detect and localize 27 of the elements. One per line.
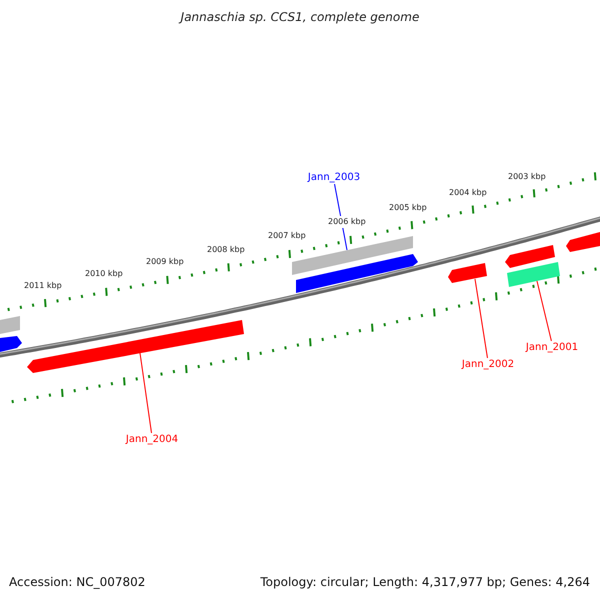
- gene-label: Jann_2003: [308, 172, 360, 184]
- gene-feature-bar: [507, 262, 560, 287]
- leader-line: [536, 280, 552, 342]
- gene-feature-bar: [566, 232, 600, 252]
- gene-feature-bar: [27, 320, 244, 373]
- scale-label: 2011 kbp: [24, 280, 62, 292]
- scale-label: 2009 kbp: [146, 256, 184, 268]
- leader-line: [140, 352, 152, 434]
- gene-feature-bar: [448, 263, 487, 283]
- title: Jannaschia sp. CCS1, complete genome: [180, 11, 420, 23]
- scale-label: 2004 kbp: [449, 187, 487, 199]
- scale-label: 2005 kbp: [389, 202, 427, 214]
- gene-label: Jann_2004: [126, 434, 178, 446]
- gene-feature-bar: [296, 254, 418, 293]
- scale-label: 2008 kbp: [207, 244, 245, 256]
- gene-feature-bar: [505, 245, 555, 268]
- scale-label: 2007 kbp: [268, 230, 306, 242]
- scale-label: 2010 kbp: [85, 268, 123, 280]
- accession-text: Accession: NC_007802: [9, 576, 146, 588]
- scale-label: 2003 kbp: [508, 171, 546, 183]
- gene-label: Jann_2002: [462, 359, 514, 371]
- genome-info-text: Topology: circular; Length: 4,317,977 bp; Genes: 4,264: [260, 576, 590, 588]
- gene-feature-bar: [0, 316, 20, 334]
- gene-feature-bar: [0, 336, 22, 352]
- scale-label: 2006 kbp: [328, 216, 366, 228]
- leader-line: [474, 278, 488, 358]
- gene-label: Jann_2001: [526, 342, 578, 354]
